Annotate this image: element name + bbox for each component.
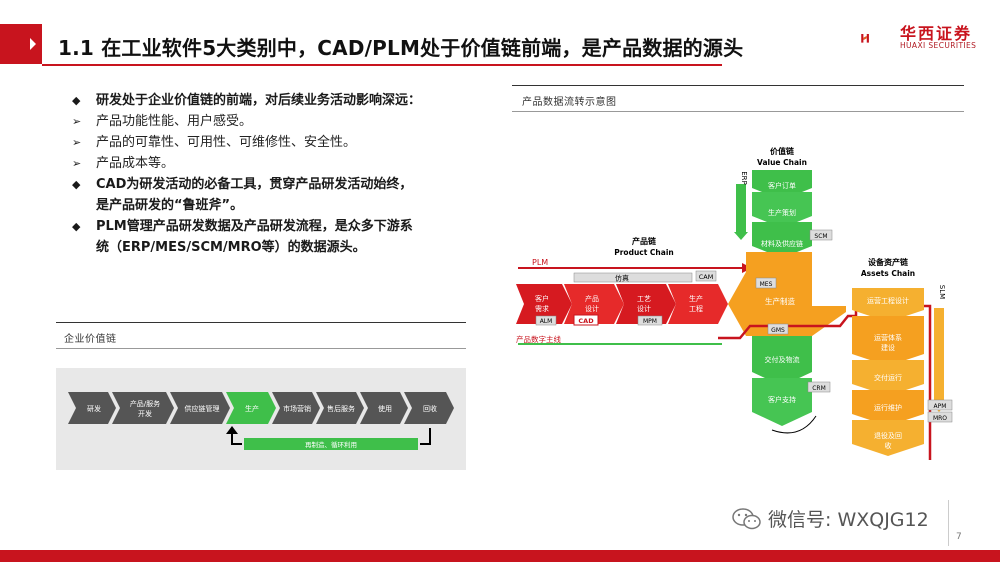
bullet-item: 是产品研发的“鲁班斧”。 (96, 198, 244, 213)
svg-text:产品/服务: 产品/服务 (130, 399, 160, 408)
bullet-item: 统（ERP/MES/SCM/MRO等）的数据源头。 (96, 240, 366, 255)
svg-text:CAM: CAM (699, 273, 714, 281)
vc-loop-right-arrow (420, 428, 431, 445)
footer-bar (0, 550, 1000, 562)
svg-text:运营工程设计: 运营工程设计 (867, 296, 909, 305)
header-divider (42, 64, 722, 66)
svg-text:MES: MES (760, 281, 773, 288)
flow-section-divider-bottom (512, 111, 964, 112)
vc-step-recycle (404, 392, 454, 424)
value-chain-diagram: 研发 产品/服务 开发 供应链管理 生产 市场营销 售后服务 使用 回收 再制造… (68, 392, 454, 450)
vc-loop-left-arrow (231, 432, 242, 445)
svg-text:设计: 设计 (637, 304, 651, 313)
svg-text:CAD: CAD (578, 317, 594, 325)
vc-step-research (68, 392, 116, 424)
svg-text:ALM: ALM (540, 318, 553, 325)
svg-text:产品数字主线: 产品数字主线 (516, 334, 561, 344)
flow-section-divider-top (512, 85, 964, 86)
svg-text:交付及物流: 交付及物流 (765, 355, 800, 364)
svg-text:CRM: CRM (812, 385, 826, 392)
svg-text:价值链: 价值链 (770, 146, 795, 156)
bullet-list: ◆研发处于企业价值链的前端，对后续业务活动影响深远： ➢产品功能性能、用户感受。… (72, 90, 482, 258)
svg-text:设备资产链: 设备资产链 (868, 257, 909, 267)
huaxi-logo-icon (861, 34, 869, 43)
svg-text:运营体系: 运营体系 (874, 333, 902, 342)
svg-text:MRO: MRO (933, 415, 947, 422)
svg-text:工程: 工程 (689, 304, 703, 313)
svg-text:退役及回: 退役及回 (874, 431, 902, 440)
svg-text:SLM: SLM (938, 285, 946, 299)
vc-step-product-dev (112, 392, 174, 424)
value-chain-panel: 研发 产品/服务 开发 供应链管理 生产 市场营销 售后服务 使用 回收 再制造… (56, 368, 466, 470)
value-chain-label: 企业价值链 (64, 334, 117, 345)
svg-text:研发: 研发 (87, 404, 101, 413)
svg-text:运行维护: 运行维护 (874, 403, 902, 412)
svg-text:PLM: PLM (532, 258, 548, 267)
svg-text:回收: 回收 (423, 404, 437, 413)
svg-text:售后服务: 售后服务 (327, 404, 355, 413)
header-accent-tab (0, 24, 42, 64)
svg-text:再制造、循环利用: 再制造、循环利用 (305, 440, 357, 449)
svg-text:Product Chain: Product Chain (614, 248, 674, 257)
wechat-watermark: 微信号: WXQJG12 (732, 505, 929, 532)
bullet-item: ◆CAD为研发活动的必备工具，贯穿产品研发活动始终， (72, 177, 413, 192)
svg-text:Assets Chain: Assets Chain (861, 269, 915, 278)
svg-text:SCM: SCM (814, 233, 827, 240)
svg-text:Value Chain: Value Chain (757, 158, 807, 167)
header-chevron-icon (30, 38, 36, 50)
vc-step-after-sales (316, 392, 364, 424)
svg-text:客户订单: 客户订单 (768, 181, 796, 190)
vc-step-marketing (272, 392, 320, 424)
bullet-item: ➢产品成本等。 (72, 156, 175, 171)
svg-text:生产: 生产 (689, 294, 703, 303)
bullet-item: ◆PLM管理产品研发数据及产品研发流程，是众多下游系 (72, 219, 413, 234)
svg-text:产品链: 产品链 (632, 236, 657, 246)
vc-step-use (360, 392, 408, 424)
svg-text:建设: 建设 (881, 343, 895, 352)
svg-text:产品: 产品 (585, 294, 599, 303)
svg-text:交付运行: 交付运行 (874, 373, 902, 382)
section-divider-top (56, 322, 466, 323)
svg-text:材料及供应链: 材料及供应链 (761, 239, 803, 248)
page-number: 7 (956, 532, 962, 542)
vc-loop-bar (244, 438, 418, 450)
svg-text:客户支持: 客户支持 (768, 395, 796, 404)
svg-text:MPM: MPM (643, 318, 657, 325)
svg-text:APM: APM (934, 403, 947, 410)
logo-text-cn: 华西证券 (900, 24, 973, 43)
flow-section-label: 产品数据流转示意图 (522, 97, 617, 108)
svg-text:设计: 设计 (585, 304, 599, 313)
svg-text:需求: 需求 (535, 304, 549, 313)
section-divider-bottom (56, 348, 466, 349)
bullet-item: ◆研发处于企业价值链的前端，对后续业务活动影响深远： (72, 93, 422, 108)
logo-text-en: HUAXI SECURITIES (900, 41, 977, 50)
page-title: 1.1 在工业软件5大类别中，CAD/PLM处于价值链前端，是产品数据的源头 (58, 36, 744, 60)
svg-text:仿真: 仿真 (615, 274, 629, 283)
svg-text:开发: 开发 (138, 409, 152, 418)
product-data-flow-diagram: 产品链 Product Chain 价值链 Value Chain 设备资产链 … (516, 146, 953, 460)
svg-text:ERP: ERP (740, 171, 748, 185)
wechat-icon (732, 507, 761, 529)
vc-step-production (226, 392, 276, 424)
bullet-item: ➢产品功能性能、用户感受。 (72, 114, 253, 129)
svg-text:生产制造: 生产制造 (765, 296, 795, 306)
bullet-item: ➢产品的可靠性、可用性、可维修性、安全性。 (72, 135, 357, 150)
svg-text:生产: 生产 (245, 404, 259, 413)
svg-text:市场营销: 市场营销 (283, 404, 311, 413)
svg-text:GMS: GMS (771, 327, 785, 334)
svg-text:收: 收 (885, 441, 892, 450)
svg-text:使用: 使用 (378, 404, 392, 413)
footer-rule (948, 500, 949, 546)
svg-text:生产策划: 生产策划 (768, 208, 796, 217)
svg-text:工艺: 工艺 (637, 295, 651, 303)
svg-text:客户: 客户 (535, 294, 549, 303)
svg-text:供应链管理: 供应链管理 (185, 404, 220, 413)
vc-step-supply-chain (170, 392, 230, 424)
